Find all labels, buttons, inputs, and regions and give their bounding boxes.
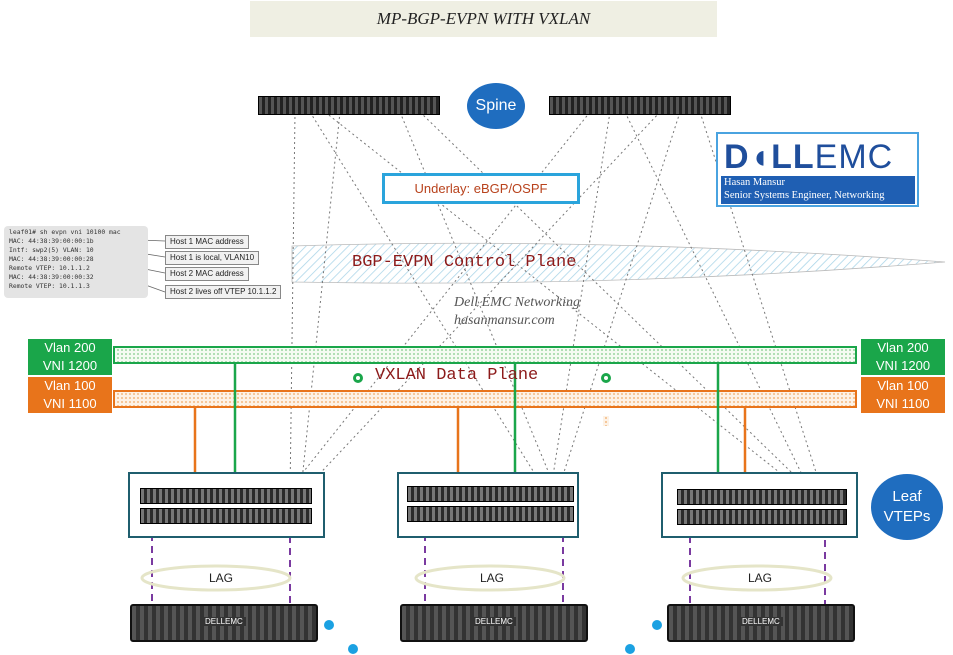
control-plane-ellipse (291, 242, 946, 284)
lag-label-3: LAG (748, 571, 773, 585)
lag-label-1: LAG (209, 571, 234, 585)
host-dot (324, 620, 334, 630)
server-3: DELLEMC (667, 604, 855, 642)
callout-host1-local: Host 1 is local, VLAN10 (165, 251, 260, 265)
diagram-title: MP-BGP-EVPN WITH VXLAN (250, 1, 717, 37)
control-plane-label: BGP-EVPN Control Plane (352, 253, 577, 272)
cli-output: leaf01# sh evpn vni 10100 mac MAC: 44:38… (4, 226, 148, 298)
lag-ellipse-2 (414, 564, 566, 592)
vtep-icons (353, 373, 611, 426)
callout-host2-mac: Host 2 MAC address (165, 267, 249, 281)
leaf-switch (407, 486, 574, 502)
server-brand: DELLEMC (472, 617, 516, 626)
spine-badge: Spine (467, 83, 525, 129)
author-name: Hasan Mansur (724, 177, 785, 188)
vlan-100-bar (113, 390, 857, 408)
leaf-pair-3 (661, 472, 858, 538)
server-2: DELLEMC (400, 604, 588, 642)
host-dot (625, 644, 635, 654)
server-brand: DELLEMC (739, 617, 783, 626)
callout-host1-mac: Host 1 MAC address (165, 235, 249, 249)
lag-label-2: LAG (480, 571, 505, 585)
host-dot (348, 644, 358, 654)
leaf-pair-2 (397, 472, 579, 538)
leaf-switch (677, 509, 847, 525)
watermark-line2: hasanmansur.com (454, 313, 555, 328)
underlay-label: Underlay: eBGP/OSPF (382, 173, 580, 204)
vlan-200-bar (113, 346, 857, 364)
spine-switch-1 (258, 96, 440, 115)
watermark-line1: Dell EMC Networking (454, 295, 580, 310)
leaf-pair-1 (128, 472, 325, 538)
dell-emc-logo: D◖LLEMC (724, 138, 894, 176)
spine-switch-2 (549, 96, 731, 115)
host-dot (652, 620, 662, 630)
server-1: DELLEMC (130, 604, 318, 642)
callout-host2-vtep: Host 2 lives off VTEP 10.1.1.2 (165, 285, 282, 299)
data-plane-label: VXLAN Data Plane (375, 366, 539, 385)
dell-emc-card: D◖LLEMC Hasan Mansur Senior Systems Engi… (716, 132, 919, 207)
leaf-switch (140, 488, 312, 504)
leaf-switch (407, 506, 574, 522)
author-info: Hasan Mansur Senior Systems Engineer, Ne… (721, 176, 915, 204)
leaf-switch (677, 489, 847, 505)
lag-ellipse-3 (681, 564, 833, 592)
leaf-switch (140, 508, 312, 524)
server-brand: DELLEMC (202, 617, 246, 626)
author-role: Senior Systems Engineer, Networking (724, 190, 885, 201)
lag-ellipse-1 (140, 564, 292, 592)
